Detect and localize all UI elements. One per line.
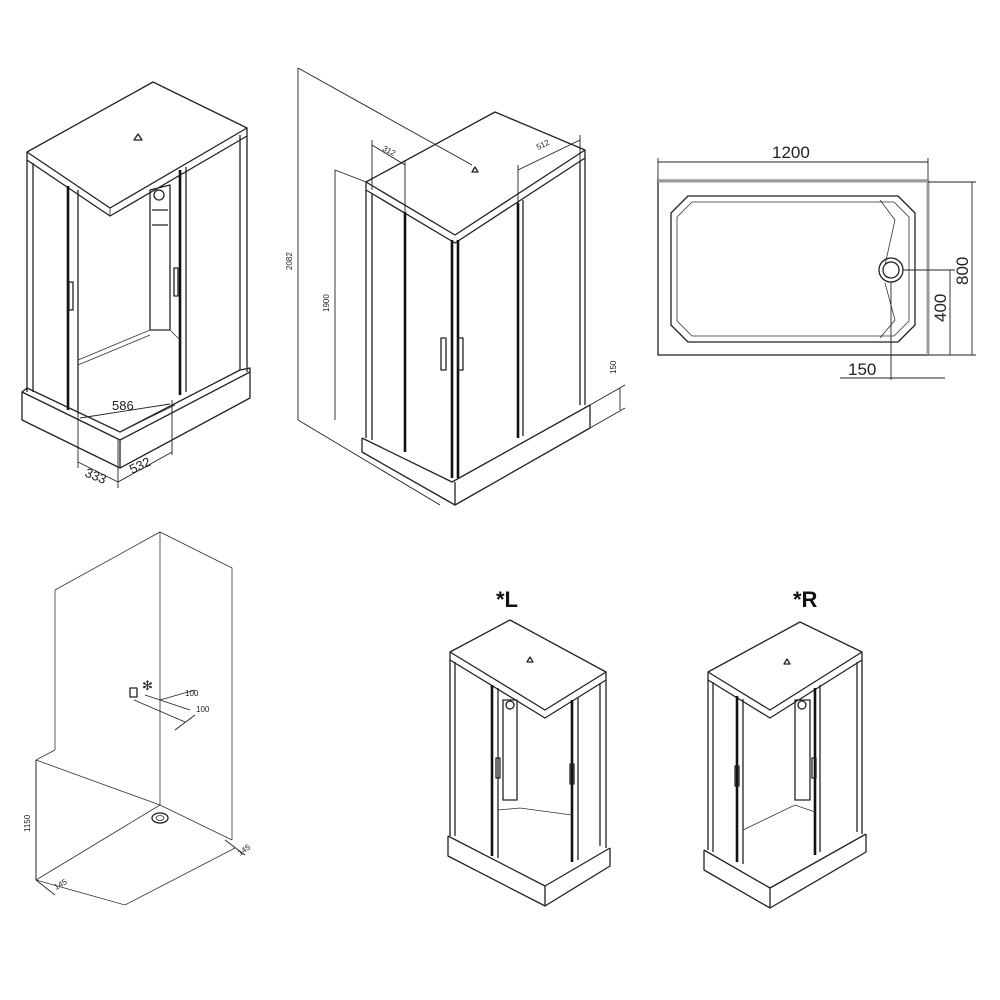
dim-312: 312 xyxy=(381,144,397,158)
door-handle xyxy=(440,337,447,371)
dim-532: 532 xyxy=(127,454,153,477)
dim-2082: 2082 xyxy=(285,252,294,270)
dim-150-tray: 150 xyxy=(848,360,876,379)
variant-right-label: *R xyxy=(793,587,818,612)
variant-right-view: *R xyxy=(703,587,867,909)
dim-1150: 1150 xyxy=(23,814,32,832)
door-handle xyxy=(173,267,179,297)
tray-basin xyxy=(670,195,916,343)
dim-145-a: 145 xyxy=(53,877,70,892)
wall-connection-view: ✻ 100 100 1150 145 145 xyxy=(23,531,253,906)
door-handle xyxy=(811,757,817,779)
dim-145-b: 145 xyxy=(236,842,253,857)
cabin-dimension-view: 2082 1900 312 512 150 xyxy=(285,67,626,506)
roof-light-icon xyxy=(133,133,143,141)
door-handle xyxy=(457,337,464,371)
roof-light-icon xyxy=(783,658,791,665)
dim-400: 400 xyxy=(931,294,950,322)
water-supply-icon: ✻ xyxy=(142,678,153,693)
dim-100-a: 100 xyxy=(185,689,199,698)
door-handle xyxy=(734,765,740,787)
dim-586: 586 xyxy=(112,398,134,413)
dim-800: 800 xyxy=(953,257,972,285)
cabin-roof xyxy=(707,621,863,711)
shower-head-icon xyxy=(505,700,515,710)
dim-150-side: 150 xyxy=(609,360,618,374)
cabin-roof xyxy=(26,81,248,209)
variant-left-view: *L xyxy=(447,587,611,907)
dim-1200: 1200 xyxy=(772,143,810,162)
electric-socket-icon xyxy=(129,687,138,698)
door-handle xyxy=(495,757,501,779)
door-handle xyxy=(68,281,74,311)
roof-light-icon xyxy=(526,656,534,663)
roof-light-icon xyxy=(471,166,479,173)
dim-1900: 1900 xyxy=(322,294,331,312)
tray-top-view: 1200 800 400 150 xyxy=(657,143,976,380)
dim-512: 512 xyxy=(535,138,551,152)
dim-333: 333 xyxy=(83,465,109,487)
variant-left-label: *L xyxy=(496,587,518,612)
dim-100-b: 100 xyxy=(196,705,210,714)
dimension-line xyxy=(79,403,171,419)
cabin-roof xyxy=(449,619,607,711)
shower-head-icon xyxy=(797,700,807,710)
door-handle xyxy=(569,763,575,785)
cabin-roof xyxy=(365,111,586,236)
cabin-iso-view-left: 586 333 532 xyxy=(21,81,251,488)
drain-icon xyxy=(151,812,169,824)
shower-head-icon xyxy=(153,189,165,201)
